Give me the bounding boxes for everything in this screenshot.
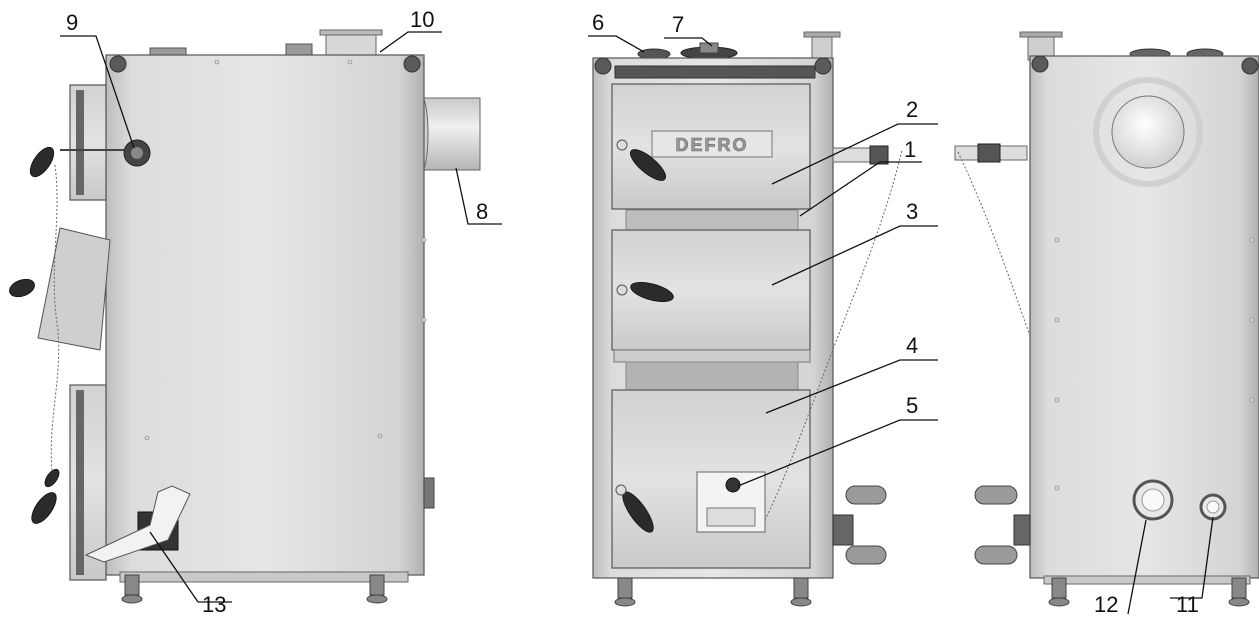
rear-stub: [423, 477, 435, 509]
leader-4: [765, 359, 938, 414]
corner-bolt: [1031, 55, 1049, 73]
leader-12: [1127, 519, 1147, 615]
upper-handle: [29, 146, 124, 178]
callout-8: 8: [476, 199, 488, 224]
middle-handle: [9, 278, 35, 298]
mid-gap: [625, 361, 799, 391]
callout-12: 12: [1094, 592, 1118, 617]
callout-11: 11: [1176, 592, 1199, 617]
corner-bolt: [1241, 57, 1259, 75]
callout-7: 7: [672, 12, 684, 37]
leader-9: [60, 35, 135, 149]
leader-8: [455, 167, 502, 225]
lower-door-hinge: [76, 390, 84, 575]
chain-rear: [957, 151, 1031, 337]
callout-4: 4: [906, 333, 918, 358]
air-regulator-flap: [706, 507, 756, 527]
corner-bolt: [814, 57, 832, 75]
upper-door-hinge: [76, 90, 84, 195]
upper-door-side: [69, 84, 107, 201]
side-bracket-rear: [974, 485, 1031, 565]
foot: [1231, 577, 1247, 599]
rear-flue-ring: [1093, 77, 1203, 187]
top-bracket-flange: [803, 31, 841, 38]
leader-11: [1170, 516, 1214, 599]
middle-door-open: [37, 227, 111, 351]
callout-5: 5: [906, 393, 918, 418]
foot-pad: [121, 594, 143, 604]
leader-3: [771, 225, 938, 286]
screws: [144, 59, 427, 441]
rear-thermostat-body: [977, 143, 1001, 163]
foot: [793, 577, 809, 599]
left-body-bottom-rail: [119, 571, 409, 583]
side-bracket-front: [832, 485, 887, 565]
foot-pad: [614, 597, 636, 607]
air-regulator-knob-5: [725, 477, 741, 493]
foot-pad: [1228, 597, 1250, 607]
foot: [1051, 577, 1067, 599]
thermostat-body: [869, 145, 889, 165]
leader-7: [664, 37, 713, 47]
leader-1: [799, 161, 922, 217]
callout-10: 10: [410, 7, 434, 32]
upper-door-handle-pivot: [616, 139, 628, 151]
upper-door-handle: [629, 149, 667, 181]
callout-9: 9: [66, 10, 78, 35]
middle-door-handle-pivot: [616, 284, 628, 296]
chain-front: [764, 149, 903, 521]
foot: [369, 574, 385, 596]
top-connector: [325, 33, 377, 57]
corner-bolt: [594, 57, 612, 75]
screws: [1054, 237, 1255, 491]
foot-pad: [790, 597, 812, 607]
leader-5: [737, 419, 938, 487]
top-pipe-stub: [285, 43, 313, 57]
defro-logo-frame: [651, 130, 773, 158]
top-connector-flange: [319, 29, 383, 36]
foot-pad: [366, 594, 388, 604]
top-stub-7-neck: [699, 42, 719, 54]
middle-door-lip: [613, 349, 811, 363]
return-port-12-inner: [1141, 488, 1165, 512]
defro-logo: DEFRO: [676, 135, 749, 155]
callout-3: 3: [906, 199, 918, 224]
foot-pad: [1048, 597, 1070, 607]
rear-flue-disc: [1111, 95, 1185, 169]
callout-13: 13: [202, 592, 226, 617]
middle-door-handle: [630, 282, 674, 302]
rear-view: [954, 31, 1259, 607]
rear-bottom-rail: [1043, 575, 1251, 585]
leader-10: [379, 31, 442, 53]
foot: [124, 574, 140, 596]
leader-13: [149, 531, 232, 603]
shaker-lever: [84, 485, 191, 563]
side-view-left: [9, 29, 481, 604]
door-gap: [625, 209, 799, 231]
callout-1: 1: [904, 137, 916, 162]
ash-door-handle-pivot: [615, 484, 627, 496]
leader-6: [588, 35, 645, 53]
top-vent-strip: [614, 65, 816, 79]
corner-bolt: [403, 55, 421, 73]
callout-2: 2: [906, 97, 918, 122]
callout-6: 6: [592, 10, 604, 35]
lower-handle: [31, 492, 57, 524]
front-view: DEFRO: [592, 31, 903, 607]
chain: [50, 164, 60, 471]
sensor-port-9-inner: [131, 147, 143, 159]
corner-bolt: [109, 55, 127, 73]
rear-top-bracket-flange: [1019, 31, 1063, 38]
foot: [617, 577, 633, 599]
left-boiler-body: [105, 54, 425, 576]
callouts: 1 2 3 4 5 6 7 8 9 10 11 12 13: [60, 7, 1214, 617]
drain-port-11-inner: [1206, 500, 1220, 514]
leader-2: [771, 123, 938, 185]
lower-handle-2: [44, 468, 60, 488]
